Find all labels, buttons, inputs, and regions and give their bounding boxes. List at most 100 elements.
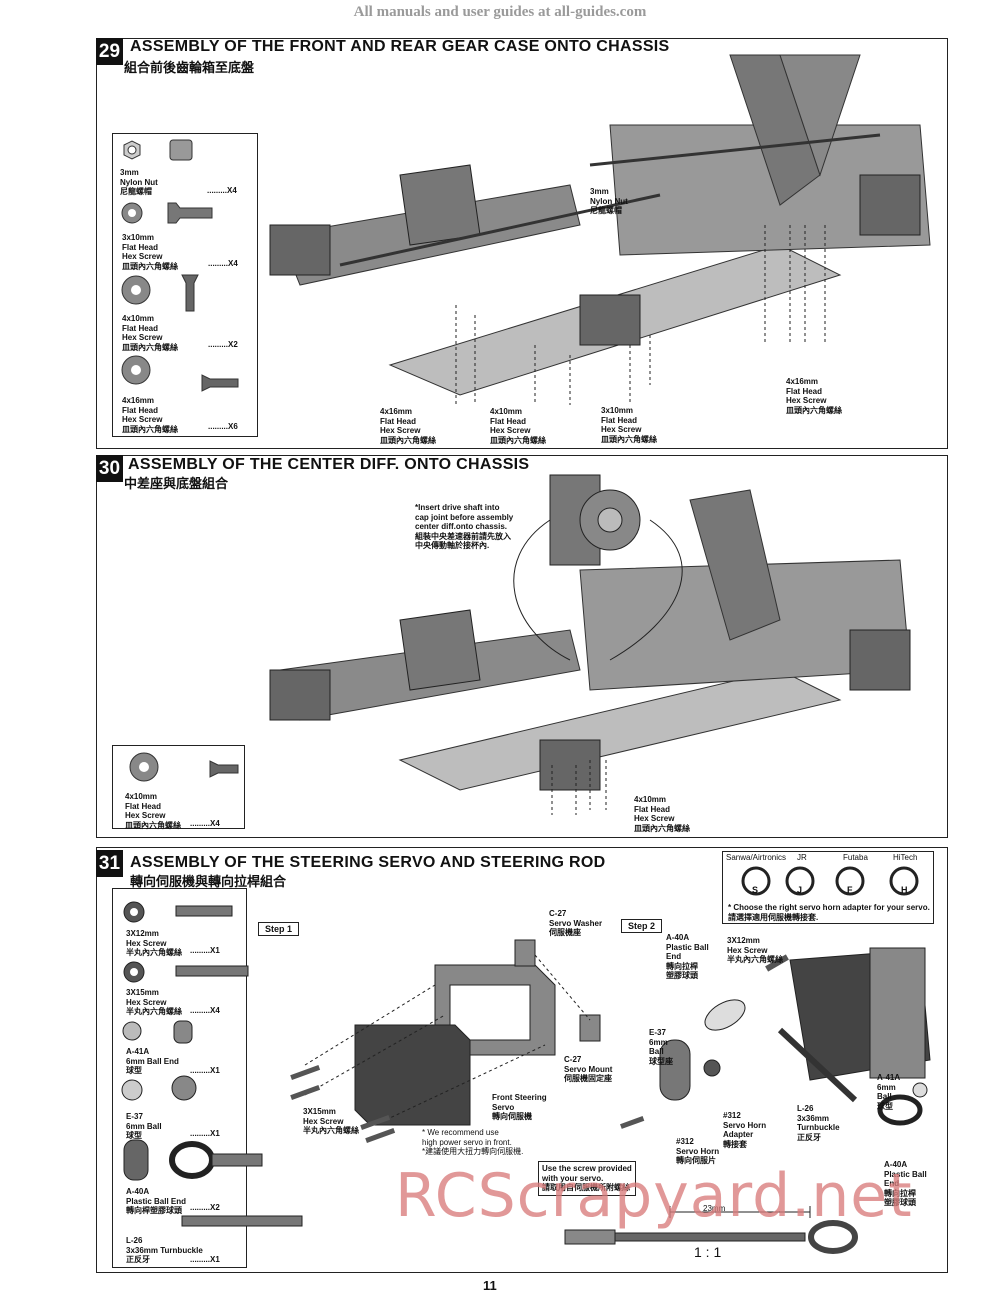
recommend-note: * We recommend use high power servo in f… — [422, 1128, 524, 1156]
part-qty: .........X1 — [190, 1129, 220, 1138]
ball-a41a-label: A-41A 6mm Ball 球型 — [877, 1073, 901, 1111]
servo-horn-label: #312 Servo Horn 轉向伺服片 — [676, 1137, 720, 1165]
use-screw-note: Use the screw provided with your servo. … — [538, 1161, 636, 1196]
step2-servo-illustration — [620, 947, 931, 1129]
step31-subtitle: 轉向伺服機與轉向拉桿組合 — [130, 875, 287, 890]
part-label: A-41A 6mm Ball End 球型 — [126, 1047, 179, 1075]
part-label: 3X15mm Hex Screw 半丸內六角螺絲 — [126, 988, 182, 1016]
screw-4x16-right-callout: 4x16mm Flat Head Hex Screw 皿頭內六角螺絲 — [786, 377, 842, 415]
turnbuckle-icon — [181, 1215, 303, 1227]
drive-shaft-note: *Insert drive shaft into cap joint befor… — [415, 503, 514, 550]
part-label: 4x10mm Flat Head Hex Screw 皿頭內六角螺絲 — [125, 792, 181, 830]
step30-chassis-illustration — [269, 474, 911, 815]
step2-label: Step 2 — [621, 919, 663, 933]
rod-end-icon — [169, 1141, 215, 1179]
qty-value: X1 — [210, 946, 220, 955]
screw-3x12-label: 3X12mm Hex Screw 半丸內六角螺絲 — [727, 936, 783, 964]
screw-4x10-callout: 4x10mm Flat Head Hex Screw 皿頭內六角螺絲 — [634, 795, 690, 833]
step30-title: ASSEMBLY OF THE CENTER DIFF. ONTO CHASSI… — [128, 456, 530, 473]
step29-parts-icons — [121, 139, 239, 392]
servo-washer-label: C-27 Servo Washer 伺服機座 — [549, 909, 603, 937]
brand-letter: S — [752, 885, 759, 895]
horn-adapter-icons — [741, 866, 919, 896]
screw-icon — [360, 1114, 391, 1130]
step31-panel — [96, 847, 948, 1273]
screw-icon — [365, 1127, 396, 1143]
front-servo-label: Front Steering Servo 轉向伺服機 — [492, 1093, 547, 1121]
flat-screw-icon — [181, 274, 199, 312]
hex-screw-icon — [175, 905, 233, 917]
step29-panel — [96, 38, 948, 449]
part-qty: .........X4 — [190, 819, 220, 828]
step29-subtitle: 組合前後齒輪箱至底盤 — [124, 61, 255, 76]
step1-servo-illustration — [290, 939, 601, 1143]
qty-value: X2 — [210, 1203, 220, 1212]
screw-icon — [290, 1064, 321, 1080]
ballend-a40a-right-label: A-40A Plastic Ball End 轉向拉桿 塑膠球頭 — [884, 1160, 927, 1207]
step30-panel — [96, 455, 948, 838]
ball-e37-label: E-37 6mm Ball 球型座 — [649, 1028, 673, 1066]
part-qty: .........X1 — [190, 1066, 220, 1075]
step31-title: ASSEMBLY OF THE STEERING SERVO AND STEER… — [130, 854, 606, 871]
part-label: A-40A Plastic Ball End 轉向桿塑膠球頭 — [126, 1187, 187, 1215]
servo-horn-icon — [659, 1039, 691, 1101]
nylon-nut-side-icon — [169, 139, 193, 161]
header-watermark: All manuals and user guides at all-guide… — [353, 4, 647, 20]
qty-value: X4 — [227, 186, 237, 195]
servo-mount-label: C-27 Servo Mount 伺服機固定座 — [564, 1055, 613, 1083]
ballend-a40a-label: A-40A Plastic Ball End 轉向拉桿 塑膠球頭 — [666, 933, 709, 980]
horn-adapter-label: #312 Servo Horn Adapter 轉接套 — [723, 1111, 767, 1149]
part-qty: .........X1 — [190, 1255, 220, 1264]
flat-screw-icon — [167, 202, 213, 224]
site-watermark: RCScrapyard.net — [395, 1161, 913, 1231]
horn-adapter-note: * Choose the right servo horn adapter fo… — [728, 903, 930, 922]
part-qty: .........X4 — [208, 259, 238, 268]
brand-jr: JR — [797, 853, 807, 862]
part-label: 3x10mm Flat Head Hex Screw 皿頭內六角螺絲 — [122, 233, 178, 271]
part-qty: .........X2 — [190, 1203, 220, 1212]
ball-icon — [121, 1079, 143, 1101]
brand-hitech: HiTech — [893, 853, 918, 862]
brand-letter: J — [797, 885, 803, 895]
part-qty: .........X6 — [208, 422, 238, 431]
flat-screw-icon — [201, 374, 239, 392]
turnbuckle-label: L-26 3x36mm Turnbuckle 正反牙 — [797, 1104, 840, 1142]
part-qty: .........X4 — [190, 1006, 220, 1015]
qty-value: X1 — [210, 1255, 220, 1264]
qty-value: X4 — [228, 259, 238, 268]
step30-subtitle: 中差座與底盤組合 — [124, 477, 229, 492]
ball-end-side-icon — [173, 1020, 193, 1044]
qty-value: X2 — [228, 340, 238, 349]
scale-ratio: 1 : 1 — [694, 1244, 722, 1260]
part-label: 3X12mm Hex Screw 半丸內六角螺絲 — [126, 929, 182, 957]
screw-icon — [290, 1084, 321, 1100]
step1-label: Step 1 — [258, 922, 300, 936]
qty-value: X4 — [210, 819, 220, 828]
part-label: 4x16mm Flat Head Hex Screw 皿頭內六角螺絲 — [122, 396, 178, 434]
qty-value: X1 — [210, 1129, 220, 1138]
part-label: 4x10mm Flat Head Hex Screw 皿頭內六角螺絲 — [122, 314, 178, 352]
step29-number: 29 — [96, 38, 123, 65]
part-qty: .........X1 — [190, 946, 220, 955]
qty-value: X1 — [210, 1066, 220, 1075]
ball-end-icon — [123, 1139, 149, 1181]
screw-4x16-left-callout: 4x16mm Flat Head Hex Screw 皿頭內六角螺絲 — [380, 407, 436, 445]
step30-number: 30 — [96, 455, 123, 482]
flat-screw-icon — [209, 760, 239, 778]
brand-letter: F — [847, 885, 853, 895]
qty-value: X6 — [228, 422, 238, 431]
step31-parts-icons — [121, 901, 303, 1227]
brand-letter: H — [901, 885, 908, 895]
part-label: 3mm Nylon Nut 尼龍螺帽 — [120, 168, 158, 196]
step29-chassis-illustration — [269, 54, 931, 405]
screw-3x15-label: 3X15mm Hex Screw 半丸內六角螺絲 — [303, 1107, 359, 1135]
dimension-label: 23mm — [703, 1204, 726, 1213]
screw-3x10-callout: 3x10mm Flat Head Hex Screw 皿頭內六角螺絲 — [601, 406, 657, 444]
nylon-nut-callout: 3mm Nylon Nut 尼龍螺帽 — [590, 187, 628, 215]
brand-futaba: Futaba — [843, 853, 868, 862]
ball-side-icon — [171, 1075, 197, 1101]
part-label: L-26 3x36mm Turnbuckle 正反牙 — [126, 1236, 203, 1264]
turnbuckle-scale-drawing — [564, 1206, 858, 1254]
step30-parts-icons — [129, 752, 239, 782]
ball-end-icon — [122, 1021, 142, 1041]
